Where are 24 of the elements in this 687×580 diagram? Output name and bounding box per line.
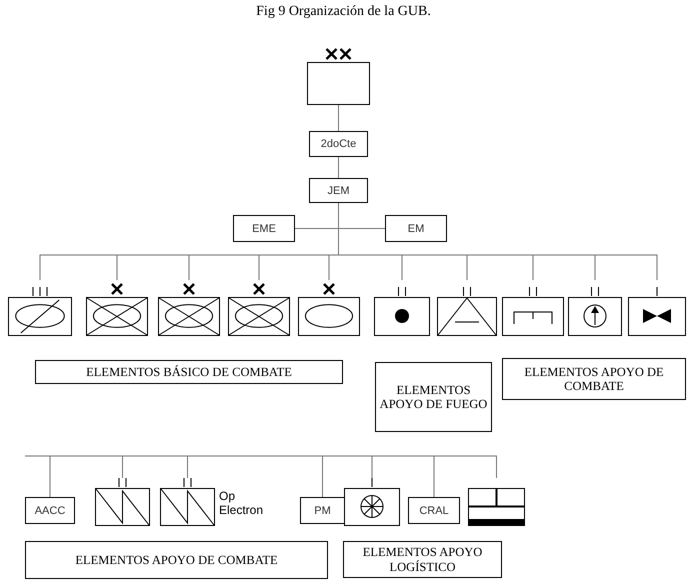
unit-symbol <box>228 280 290 336</box>
figure-title: Fig 9 Organización de la GUB. <box>256 4 431 20</box>
connector-line <box>338 156 339 178</box>
unit-symbol <box>344 478 400 526</box>
group-caption-box: ELEMENTOS APOYO DE COMBATE <box>502 358 686 400</box>
group-caption-box: ELEMENTOS APOYO LOGÍSTICO <box>343 541 502 578</box>
unit-label-box: EM <box>385 215 447 242</box>
group-caption-box: ELEMENTOS APOYO DE FUEGO <box>375 362 492 432</box>
unit-symbol <box>160 478 215 526</box>
side-label: Op Electron <box>219 490 264 518</box>
unit-label-box: CRAL <box>408 497 460 524</box>
unit-label-box: PM <box>300 497 345 524</box>
group-caption-box: ELEMENTOS BÁSICO DE COMBATE <box>35 360 343 384</box>
connector-line <box>338 104 339 132</box>
unit-label-box: AACC <box>25 497 75 524</box>
unit-symbol <box>86 280 148 336</box>
unit-label-box: 2doCte <box>309 131 368 157</box>
unit-label-box: EME <box>233 215 295 242</box>
group-caption-box: ELEMENTOS APOYO DE COMBATE <box>25 541 328 579</box>
unit-symbol <box>298 280 360 336</box>
unit-label-box: JEM <box>309 178 368 203</box>
connector-line <box>24 456 497 478</box>
unit-symbol <box>95 478 150 526</box>
unit-symbol <box>158 280 220 336</box>
